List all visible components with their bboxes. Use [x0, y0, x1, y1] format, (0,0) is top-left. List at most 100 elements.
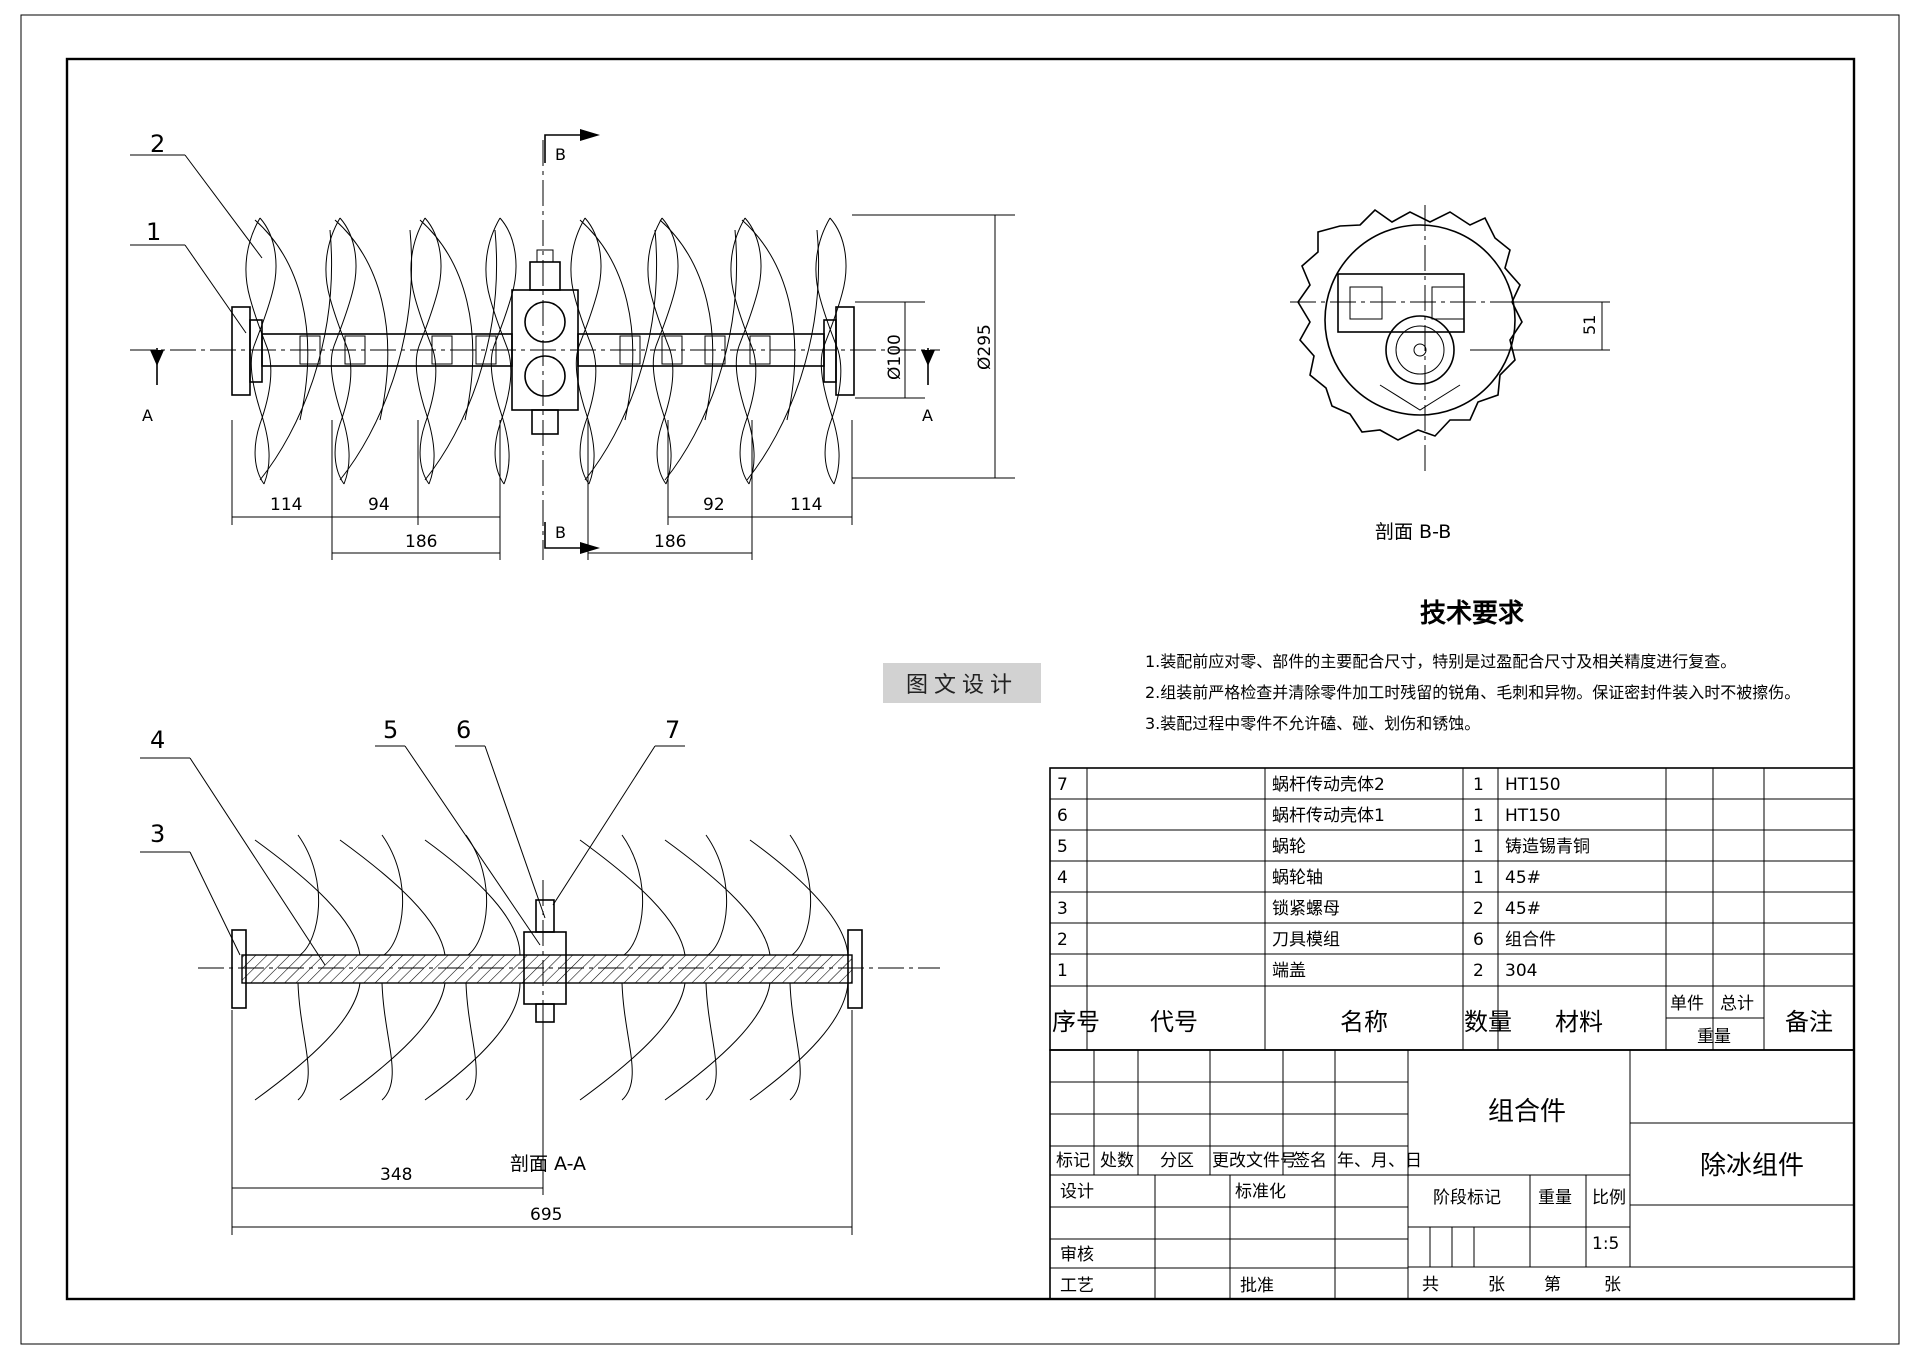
dim-92-right: 92 — [703, 495, 725, 515]
section-a-marker-left: A — [142, 348, 164, 425]
bom-header-code: 代号 — [1150, 1008, 1198, 1036]
balloon-4: 4 — [150, 726, 165, 754]
svg-text:1: 1 — [1473, 806, 1484, 826]
drawing-type: 组合件 — [1488, 1097, 1566, 1127]
section-bb-view: 51 剖面 B-B — [1290, 205, 1610, 543]
svg-text:处数: 处数 — [1100, 1151, 1134, 1171]
svg-text:1: 1 — [1473, 868, 1484, 888]
svg-text:更改文件号: 更改文件号 — [1212, 1151, 1297, 1171]
svg-text:HT150: HT150 — [1505, 806, 1561, 826]
dimension-lines-aa — [231, 1010, 853, 1235]
svg-text:阶段标记: 阶段标记 — [1433, 1188, 1501, 1208]
section-b-marker-top: B — [544, 129, 600, 164]
title-block: 标记 处数 分区 更改文件号 签名 年、月、日 设计 标准化 审核 工艺 批准 … — [1049, 1049, 1855, 1300]
dim-186-right: 186 — [654, 532, 686, 552]
svg-text:张: 张 — [1604, 1275, 1621, 1295]
tech-requirements-title: 技术要求 — [1420, 599, 1524, 629]
drawing-name: 除冰组件 — [1700, 1151, 1804, 1181]
svg-text:铸造锡青铜: 铸造锡青铜 — [1505, 837, 1590, 857]
balloon-2: 2 — [150, 130, 165, 158]
svg-text:单件: 单件 — [1670, 994, 1704, 1014]
svg-text:刀具模组: 刀具模组 — [1272, 930, 1340, 950]
svg-text:B: B — [555, 145, 566, 164]
svg-text:45#: 45# — [1505, 899, 1541, 919]
bom-header-no: 序号 — [1052, 1008, 1100, 1036]
svg-text:蜗杆传动壳体1: 蜗杆传动壳体1 — [1272, 806, 1385, 826]
svg-text:年、月、日: 年、月、日 — [1337, 1151, 1422, 1171]
svg-text:分区: 分区 — [1160, 1151, 1194, 1171]
svg-text:6: 6 — [1473, 930, 1484, 950]
tech-requirement-1: 1.装配前应对零、部件的主要配合尺寸，特别是过盈配合尺寸及相关精度进行复查。 — [1145, 652, 1736, 671]
gearbox-top — [511, 249, 579, 435]
bom-header-qty: 数量 — [1464, 1008, 1512, 1036]
svg-text:蜗轮: 蜗轮 — [1272, 837, 1306, 857]
svg-text:A: A — [922, 406, 933, 425]
svg-text:标记: 标记 — [1056, 1151, 1090, 1171]
balloon-7: 7 — [665, 716, 680, 744]
svg-text:2: 2 — [1057, 930, 1068, 950]
svg-text:7: 7 — [1057, 775, 1068, 795]
svg-text:张: 张 — [1488, 1275, 1505, 1295]
svg-text:1: 1 — [1473, 775, 1484, 795]
svg-text:共: 共 — [1422, 1275, 1439, 1295]
svg-text:总计: 总计 — [1720, 994, 1754, 1014]
svg-text:2: 2 — [1473, 961, 1484, 981]
balloon-6: 6 — [456, 716, 471, 744]
svg-text:2: 2 — [1473, 899, 1484, 919]
svg-text:4: 4 — [1057, 868, 1068, 888]
dim-114-right: 114 — [790, 495, 822, 515]
svg-text:1: 1 — [1473, 837, 1484, 857]
outer-frame — [20, 14, 1900, 1345]
cutter-disc-outline — [1297, 208, 1523, 441]
blades-section — [254, 834, 849, 1101]
dim-phi295: Ø295 — [975, 324, 995, 370]
svg-text:重量: 重量 — [1538, 1188, 1572, 1208]
section-a-marker-right: A — [921, 348, 935, 425]
bom-header-name: 名称 — [1340, 1008, 1388, 1036]
dim-348: 348 — [380, 1165, 412, 1185]
svg-text:1: 1 — [1057, 961, 1068, 981]
section-b-marker-bottom: B — [544, 522, 600, 554]
svg-text:锁紧螺母: 锁紧螺母 — [1272, 899, 1340, 919]
svg-text:B: B — [555, 523, 566, 542]
svg-text:设计: 设计 — [1060, 1182, 1094, 1202]
svg-text:签名: 签名 — [1293, 1151, 1327, 1171]
svg-text:标准化: 标准化 — [1235, 1182, 1286, 1202]
dim-695: 695 — [530, 1205, 562, 1225]
svg-text:3: 3 — [1057, 899, 1068, 919]
balloon-leaders-aa — [140, 745, 685, 966]
end-cap-left — [231, 306, 251, 396]
svg-text:批准: 批准 — [1240, 1276, 1274, 1296]
svg-text:端盖: 端盖 — [1272, 961, 1306, 981]
section-aa-title: 剖面 A-A — [510, 1153, 586, 1175]
dim-51: 51 — [1580, 315, 1599, 335]
section-bb-title: 剖面 B-B — [1375, 521, 1451, 543]
tech-requirement-2: 2.组装前严格检查并清除零件加工时残留的锐角、毛刺和异物。保证密封件装入时不被擦… — [1145, 683, 1800, 702]
balloon-3: 3 — [150, 820, 165, 848]
dim-94-left: 94 — [368, 495, 390, 515]
dim-phi100: Ø100 — [885, 334, 905, 380]
inner-frame — [65, 57, 1856, 1301]
svg-text:比例: 比例 — [1592, 1188, 1626, 1208]
svg-text:工艺: 工艺 — [1060, 1276, 1094, 1296]
dim-186-left: 186 — [405, 532, 437, 552]
worm-housing-section — [1337, 273, 1465, 333]
svg-text:A: A — [142, 406, 153, 425]
svg-text:组合件: 组合件 — [1505, 930, 1556, 950]
svg-text:6: 6 — [1057, 806, 1068, 826]
watermark: 图文设计 — [883, 663, 1041, 703]
svg-text:蜗杆传动壳体2: 蜗杆传动壳体2 — [1272, 775, 1385, 795]
balloon-5: 5 — [383, 716, 398, 744]
blades-right — [570, 217, 847, 485]
balloon-1: 1 — [146, 218, 161, 246]
bom-table: 7 蜗杆传动壳体2 1 HT150 6 蜗杆传动壳体1 1 HT150 5 蜗轮… — [1049, 767, 1855, 1051]
section-aa-view: 4 3 5 6 7 348 695 剖面 A-A — [140, 716, 940, 1235]
tech-requirement-3: 3.装配过程中零件不允许磕、碰、划伤和锈蚀。 — [1145, 714, 1480, 733]
svg-text:45#: 45# — [1505, 868, 1541, 888]
svg-text:5: 5 — [1057, 837, 1068, 857]
svg-text:蜗轮轴: 蜗轮轴 — [1272, 868, 1323, 888]
svg-text:重量: 重量 — [1697, 1027, 1731, 1047]
svg-text:1:5: 1:5 — [1592, 1234, 1619, 1254]
svg-text:第: 第 — [1544, 1275, 1561, 1295]
